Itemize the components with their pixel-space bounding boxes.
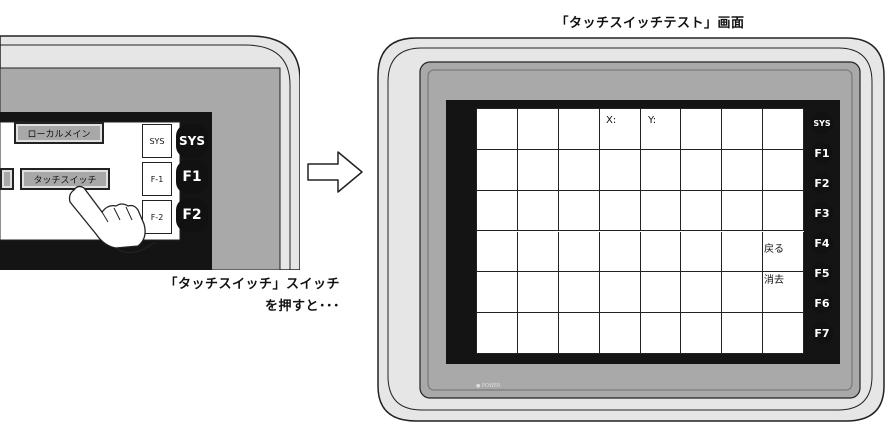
grid-cell[interactable] [558,190,600,232]
fkey-f1[interactable]: F1 [811,142,833,164]
touch-screen[interactable] [476,108,804,354]
key-f2[interactable]: F-2 [142,200,172,234]
key-sys[interactable]: SYS [142,124,172,158]
fkey-f3-label: F3 [814,206,830,220]
grid-cell[interactable] [681,231,723,273]
left-fkey-sys-label: SYS [179,134,205,148]
grid-cell[interactable] [517,231,559,273]
partial-button[interactable] [0,168,14,190]
grid-cell[interactable] [558,313,600,354]
power-label: ● POWER [476,383,501,389]
fkey-f3[interactable]: F3 [811,202,833,224]
grid-cell[interactable] [681,272,723,314]
grid-cell[interactable] [599,190,641,232]
grid-cell[interactable] [599,231,641,273]
fkey-f5[interactable]: F5 [811,262,833,284]
fkey-f6[interactable]: F6 [811,292,833,314]
grid-cell[interactable] [599,272,641,314]
right-caption: 「タッチスイッチテスト」画面 [555,16,745,31]
left-fkey-f1-label: F1 [182,169,202,185]
fkey-f7[interactable]: F7 [811,322,833,344]
fkey-f2[interactable]: F2 [811,172,833,194]
local-main-label: ローカルメイン [27,129,91,140]
grid-cell[interactable] [722,272,764,314]
key-f1-label: F-1 [150,174,164,184]
key-f2-label: F-2 [150,212,164,222]
fkey-f4[interactable]: F4 [811,232,833,254]
grid-cell[interactable] [558,109,600,150]
fkey-f1-label: F1 [814,146,830,160]
grid-cell[interactable] [477,190,518,232]
grid-cell[interactable] [640,231,682,273]
grid-cell[interactable] [763,231,804,273]
grid-cell[interactable] [477,231,518,273]
grid-cell[interactable] [722,313,764,354]
grid-cell[interactable] [640,149,682,191]
touch-switch-button[interactable]: タッチスイッチ [20,168,110,190]
fkey-sys-label: SYS [813,118,831,128]
touch-switch-label: タッチスイッチ [33,175,97,186]
key-sys-label: SYS [149,136,165,146]
grid-cell[interactable] [517,190,559,232]
grid-cell[interactable] [558,149,600,191]
grid-cell[interactable] [681,190,723,232]
grid-cell[interactable] [722,190,764,232]
fkey-f7-label: F7 [814,326,830,340]
grid-cell[interactable] [681,149,723,191]
grid-cell[interactable] [517,109,559,150]
grid-cell[interactable] [477,313,518,354]
key-f1[interactable]: F-1 [142,162,172,196]
grid-cell[interactable] [477,272,518,314]
grid-cell[interactable] [599,149,641,191]
fkey-f5-label: F5 [814,266,830,280]
left-caption-line1: 「タッチスイッチ」スイッチ [164,277,340,292]
grid-cell[interactable] [681,109,723,150]
left-fkey-sys[interactable]: SYS [176,124,208,158]
grid-cell[interactable] [599,313,641,354]
left-fkey-f2[interactable]: F2 [176,198,208,232]
grid-cell[interactable] [640,272,682,314]
grid-cell[interactable] [763,190,804,232]
y-coordinate-label: Y: [648,115,657,126]
pointing-hand-icon [68,185,157,254]
fkey-sys[interactable]: SYS [811,112,833,134]
left-fkey-f1[interactable]: F1 [176,160,208,194]
grid-cell[interactable] [763,313,804,354]
grid-cell[interactable] [763,272,804,314]
grid-cell[interactable] [763,149,804,191]
grid-cell[interactable] [722,109,764,150]
grid-cell[interactable] [640,313,682,354]
left-caption-line2: を押すと･･･ [264,299,340,314]
x-coordinate-label: X: [606,115,617,126]
grid-cell[interactable] [517,149,559,191]
grid-cell[interactable] [763,109,804,150]
grid-cell[interactable] [640,190,682,232]
fkey-f2-label: F2 [814,176,830,190]
right-arrow-icon [307,151,363,193]
grid-cell[interactable] [599,109,641,150]
grid-cell[interactable] [558,272,600,314]
fkey-f6-label: F6 [814,296,830,310]
grid-cell[interactable] [640,109,682,150]
grid-cell[interactable] [517,313,559,354]
back-label[interactable]: 戻る [764,244,784,255]
clear-label[interactable]: 消去 [764,275,784,286]
grid-cell[interactable] [477,109,518,150]
left-fkey-f2-label: F2 [182,207,202,223]
grid-cell[interactable] [722,149,764,191]
fkey-f4-label: F4 [814,236,830,250]
grid-cell[interactable] [722,231,764,273]
grid-cell[interactable] [477,149,518,191]
grid-cell[interactable] [681,313,723,354]
grid-cell[interactable] [558,231,600,273]
local-main-button[interactable]: ローカルメイン [14,122,104,144]
grid-cell[interactable] [517,272,559,314]
